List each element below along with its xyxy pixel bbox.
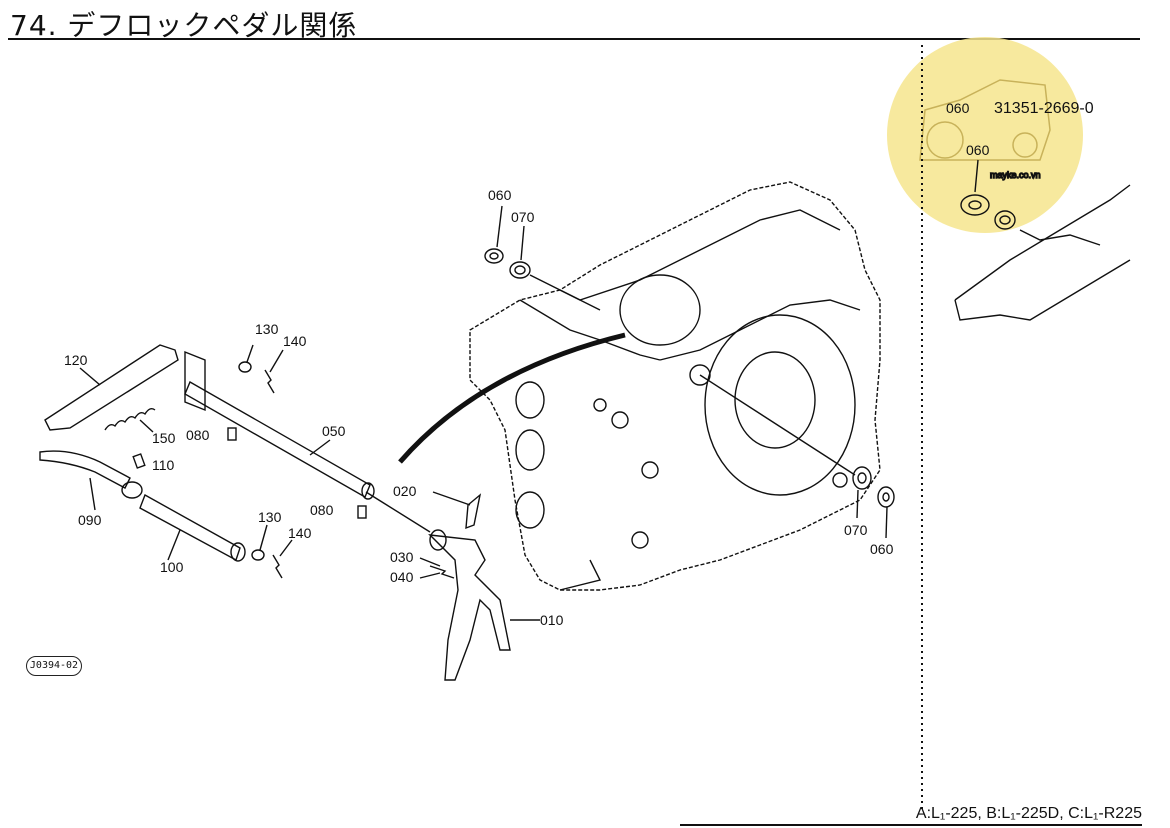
pin-080-lower xyxy=(357,505,367,519)
label-120: 120 xyxy=(64,352,88,368)
page-title: 74. デフロックペダル関係 xyxy=(10,9,358,42)
cotter-140-upper xyxy=(264,369,275,394)
washer-130-lower xyxy=(251,549,265,561)
label-060-detail-1: 060 xyxy=(946,100,970,116)
seal-set-right xyxy=(699,374,895,539)
label-070-top: 070 xyxy=(511,209,535,225)
label-020: 020 xyxy=(393,483,417,499)
part-labels: 010 020 030 040 050 060 060 060 060 070 … xyxy=(64,100,990,628)
label-080-lower: 080 xyxy=(310,502,334,518)
pedal-arm-090 xyxy=(39,450,143,511)
figure-code: J0394-02 xyxy=(26,656,82,676)
label-110: 110 xyxy=(152,457,175,473)
footer-rule xyxy=(680,824,1142,826)
internal-arrow xyxy=(398,332,626,464)
spring-150 xyxy=(104,407,156,431)
label-010: 010 xyxy=(540,612,564,628)
transmission-case xyxy=(469,181,881,591)
label-090: 090 xyxy=(78,512,102,528)
label-060-top: 060 xyxy=(488,187,512,203)
label-140-lower: 140 xyxy=(288,525,312,541)
label-130-upper: 130 xyxy=(255,321,279,337)
label-060-detail-2: 060 xyxy=(966,142,990,158)
clip-030-040 xyxy=(429,565,455,579)
label-100: 100 xyxy=(160,559,184,575)
rod-100 xyxy=(139,493,246,562)
label-070-right: 070 xyxy=(844,522,868,538)
title-rule xyxy=(8,38,1140,40)
model-list: A:L₁-225, B:L₁-225D, C:L₁-R225 xyxy=(915,805,1142,822)
label-050: 050 xyxy=(322,423,346,439)
label-030: 030 xyxy=(390,549,414,565)
label-130-lower: 130 xyxy=(258,509,282,525)
cotter-140-lower xyxy=(272,554,283,579)
pin-110 xyxy=(132,453,146,469)
pin-080-upper xyxy=(227,427,237,441)
bracket-120 xyxy=(44,344,206,431)
shaft-050 xyxy=(184,380,375,500)
shift-fork-010 xyxy=(365,491,540,681)
label-080-upper: 080 xyxy=(186,427,210,443)
detail-part-number: 31351-2669-0 xyxy=(994,100,1094,117)
label-040: 040 xyxy=(390,569,414,585)
label-060-right: 060 xyxy=(870,541,894,557)
watermark-logo: mayke.co.vn xyxy=(887,37,1083,233)
seal-set-top xyxy=(484,205,601,311)
washer-130-upper xyxy=(238,361,252,373)
label-140-upper: 140 xyxy=(283,333,307,349)
label-150: 150 xyxy=(152,430,176,446)
watermark-text: mayke.co.vn xyxy=(990,170,1041,180)
pin-020 xyxy=(465,493,482,530)
detail-seal-inset xyxy=(954,159,1131,321)
